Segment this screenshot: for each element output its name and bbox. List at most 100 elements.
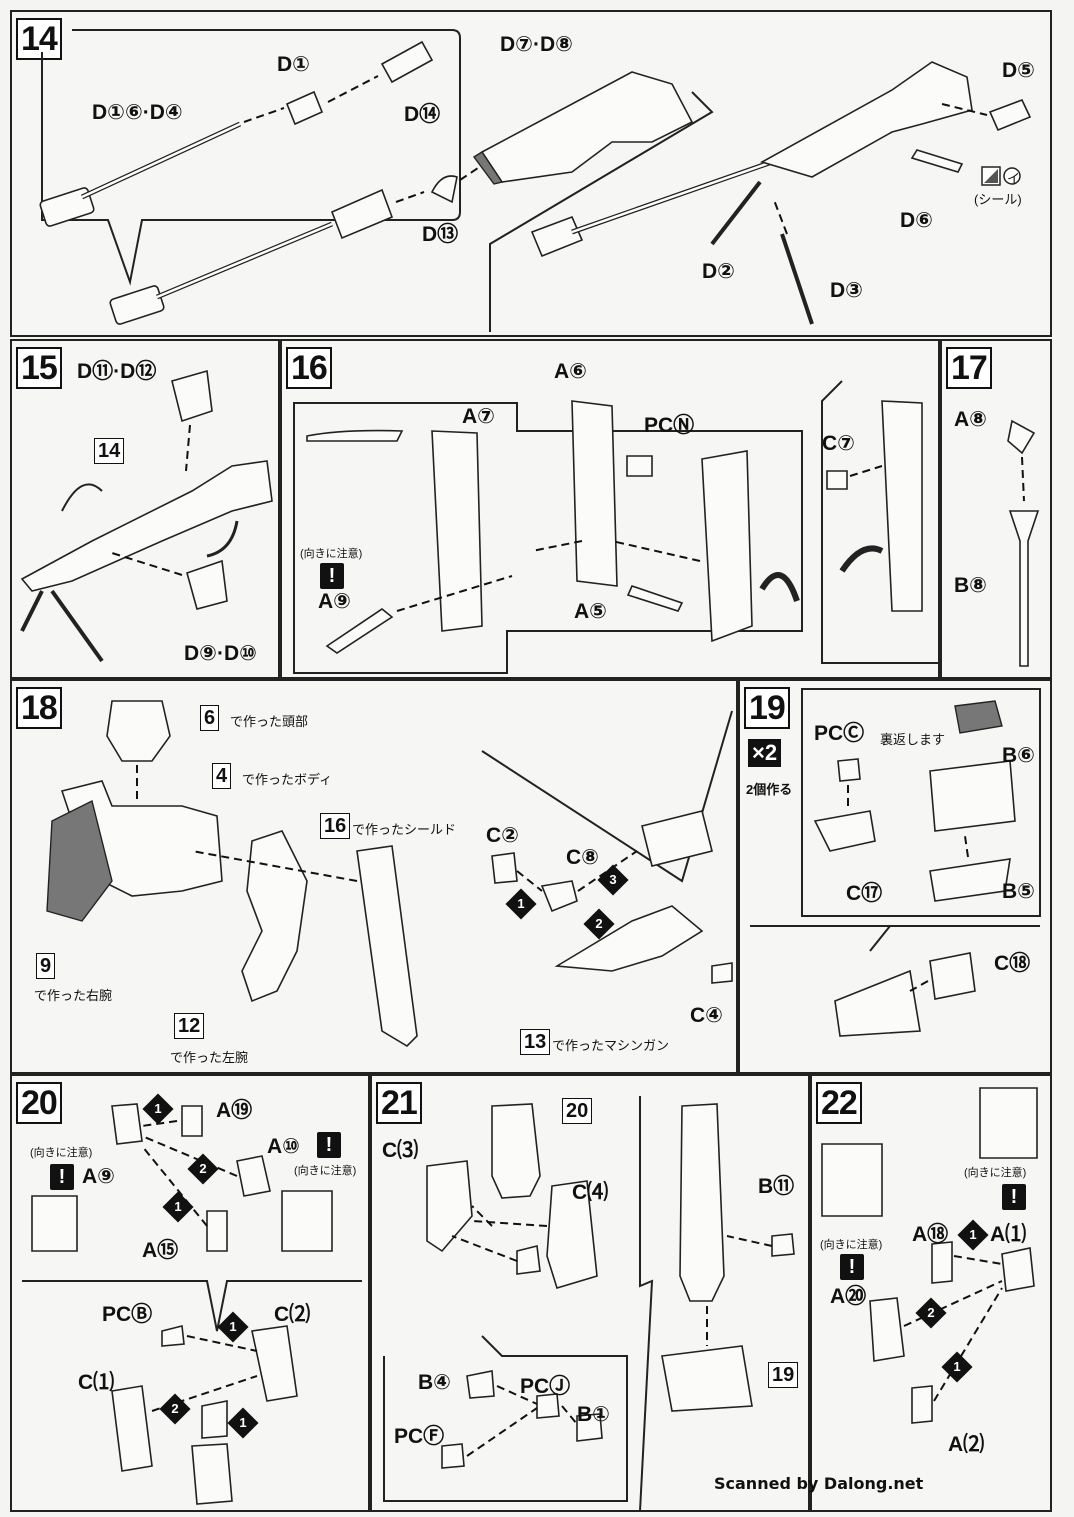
- caution-icon: !: [840, 1254, 864, 1280]
- caution-text: (向きに注意): [964, 1167, 1027, 1179]
- part-label: D①: [277, 53, 310, 76]
- caution-text: (向きに注意): [300, 548, 363, 560]
- part-label: A⑮: [142, 1239, 179, 1262]
- order-marker: 1: [217, 1311, 249, 1343]
- final-assembly-illustration: [46, 700, 733, 1048]
- part-label: D⑦·D⑧: [500, 33, 573, 56]
- caution-icon: !: [317, 1132, 341, 1158]
- order-marker: 2: [159, 1393, 191, 1425]
- part-label: A⑨: [318, 590, 351, 613]
- part-label: D⑬: [422, 223, 459, 246]
- step-14-panel: 14: [10, 10, 1052, 337]
- step-number: 14: [16, 18, 62, 60]
- multiplier-badge: ×2: [748, 739, 782, 767]
- step-number: 18: [16, 687, 62, 729]
- part-label: D③: [830, 279, 863, 302]
- part-label: D②: [702, 260, 735, 283]
- flip-text: 裏返します: [880, 732, 946, 747]
- part-label: D⑤: [1002, 59, 1035, 82]
- part-label: A⑨: [82, 1165, 115, 1188]
- part-label: PCⒷ: [102, 1303, 153, 1326]
- part-label: C⑧: [566, 846, 599, 869]
- part-label: B⑪: [758, 1175, 795, 1198]
- caution-icon: !: [1002, 1184, 1026, 1210]
- step-18-panel: 18 6 で作った頭部 4 で作ったボディ 16 で作ったシールド 9 で作った…: [10, 679, 738, 1074]
- arm-part-illustration: [22, 1103, 362, 1505]
- seal-caption: (シール): [974, 192, 1022, 207]
- order-marker: 1: [941, 1351, 973, 1383]
- step-ref: 13: [520, 1029, 551, 1055]
- order-marker: 1: [505, 888, 537, 920]
- step-ref: 9: [36, 953, 56, 979]
- step-number: 21: [376, 1082, 422, 1124]
- part-label: A⑳: [830, 1285, 867, 1308]
- step-15-panel: 15 D⑪·D⑫ 14 D⑨·D⑩: [10, 339, 280, 679]
- step-number: 15: [16, 347, 62, 389]
- step-ref: 12: [174, 1013, 205, 1039]
- part-label: A⑵: [948, 1433, 985, 1456]
- part-label: C⑶: [382, 1139, 419, 1162]
- step-ref: 19: [768, 1362, 799, 1388]
- order-marker: 2: [187, 1153, 219, 1185]
- part-label: A⑧: [954, 408, 987, 431]
- part-label: D⑭: [404, 103, 441, 126]
- seal-mark: イ: [1007, 171, 1021, 186]
- order-marker: 1: [957, 1219, 989, 1251]
- ref-caption: で作った頭部: [230, 714, 309, 729]
- step-17-panel: 17 A⑧ B⑧: [940, 339, 1052, 679]
- step-number: 20: [16, 1082, 62, 1124]
- part-label: B①: [577, 1403, 610, 1426]
- step-number: 17: [946, 347, 992, 389]
- part-label: B④: [418, 1371, 451, 1394]
- step-ref: 16: [320, 813, 351, 839]
- leg-assembly-illustration: [383, 1096, 795, 1512]
- step-21-panel: 21 20 C⑶ C⑷ B⑪ B④ P: [370, 1074, 810, 1512]
- part-label: B⑤: [1002, 880, 1035, 903]
- part-label: A⑩: [267, 1135, 300, 1158]
- step-22-panel: 22 (向きに注意) ! A⑱ A⑴ (向きに注意) ! A⑳ A⑵ 1 2 1: [810, 1074, 1052, 1512]
- step-ref: 6: [200, 705, 220, 731]
- ref-caption: で作った右腕: [34, 988, 113, 1003]
- order-marker: 1: [162, 1191, 194, 1223]
- part-label: C⑵: [274, 1303, 311, 1326]
- part-label: PCⒸ: [814, 722, 865, 745]
- part-label: C⑱: [994, 952, 1031, 975]
- order-marker: 3: [597, 864, 629, 896]
- step-ref: 14: [94, 438, 125, 464]
- shield-assembly-illustration: [293, 380, 942, 674]
- caution-icon: !: [50, 1164, 74, 1190]
- part-label: C④: [690, 1004, 723, 1027]
- part-label: C②: [486, 824, 519, 847]
- part-label: PCⒿ: [520, 1375, 571, 1398]
- rifle-handle-illustration: [20, 369, 273, 663]
- antenna-illustration: [1007, 419, 1040, 667]
- order-marker: 2: [915, 1297, 947, 1329]
- part-label: D⑥: [900, 209, 933, 232]
- scan-credit: Scanned by Dalong.net: [714, 1474, 924, 1493]
- part-label: B⑥: [1002, 744, 1035, 767]
- caution-icon: !: [320, 563, 344, 589]
- part-label: D⑨·D⑩: [184, 642, 257, 665]
- order-marker: 2: [583, 908, 615, 940]
- part-label: A⑥: [554, 360, 587, 383]
- ref-caption: で作ったボディ: [242, 772, 333, 787]
- rifle-assembly-illustration: [39, 29, 1032, 332]
- part-label: B⑧: [954, 574, 987, 597]
- part-label: A⑲: [216, 1099, 253, 1122]
- caution-text: (向きに注意): [820, 1239, 883, 1251]
- part-label: D①⑥·D④: [92, 101, 183, 124]
- part-label: PCⓃ: [644, 414, 695, 437]
- caution-text: (向きに注意): [294, 1165, 357, 1177]
- part-label: A⑱: [912, 1223, 949, 1246]
- ref-caption: で作った左腕: [170, 1050, 249, 1065]
- ref-caption: で作ったマシンガン: [552, 1038, 670, 1053]
- part-label: A⑤: [574, 600, 607, 623]
- part-label: PCⒻ: [394, 1425, 445, 1448]
- step-16-panel: 16 (向きに注意) ! A⑨ A⑦ PCⓃ A⑤ C⑦ A⑥: [280, 339, 942, 679]
- part-label: D⑪·D⑫: [77, 360, 157, 383]
- foot-assembly-illustration: [750, 688, 1041, 1037]
- part-label: C⑰: [846, 882, 883, 905]
- step-number: 16: [286, 347, 332, 389]
- part-label: A⑴: [990, 1223, 1027, 1246]
